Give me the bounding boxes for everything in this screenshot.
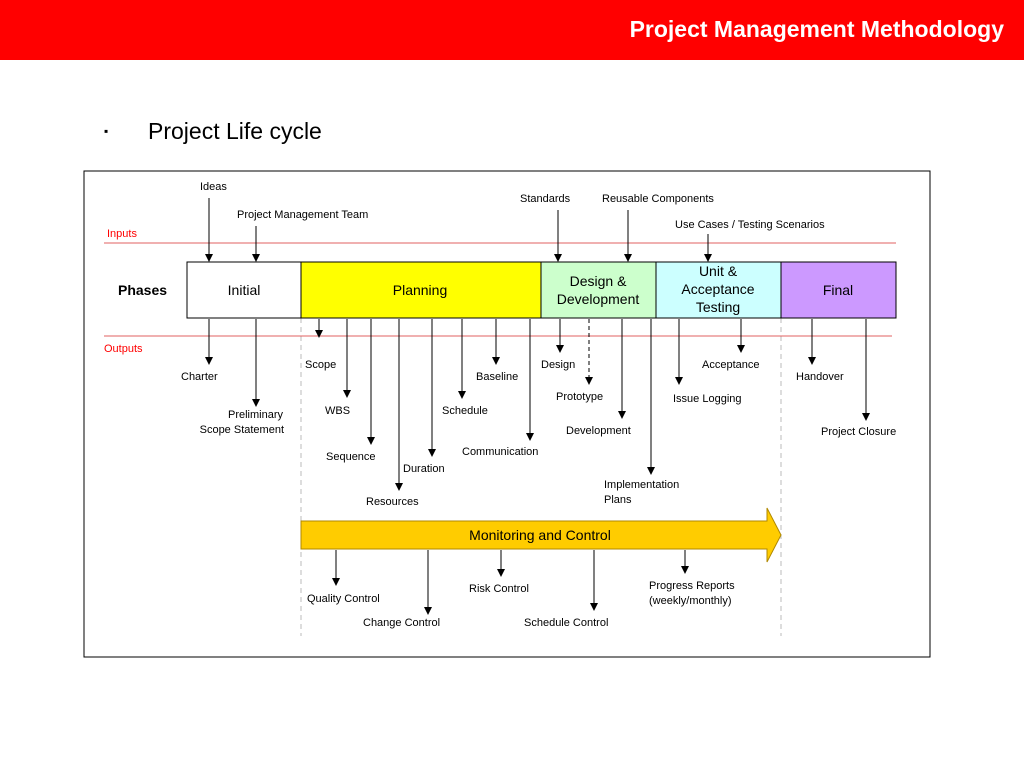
output-design: Design <box>541 359 575 371</box>
phase-design-box <box>540 261 657 319</box>
monitor-change: Change Control <box>363 617 440 629</box>
inputs-label: Inputs <box>107 228 137 240</box>
monitor-quality: Quality Control <box>307 593 380 605</box>
phase-planning-box <box>300 261 542 319</box>
phase-testing-label-1: Unit & <box>699 263 738 279</box>
monitor-risk: Risk Control <box>469 583 529 595</box>
header-bar: Project Management Methodology <box>0 0 1024 60</box>
output-wbs: WBS <box>325 405 350 417</box>
output-closure: Project Closure <box>821 426 896 438</box>
phase-initial-label: Initial <box>228 282 261 298</box>
output-issue-logging: Issue Logging <box>673 393 742 405</box>
output-scope: Scope <box>305 359 336 371</box>
output-prototype: Prototype <box>556 391 603 403</box>
phase-initial-box <box>186 261 302 319</box>
output-schedule: Schedule <box>442 405 488 417</box>
bullet-text: Project Life cycle <box>148 118 322 144</box>
output-preliminary-1: Preliminary <box>228 409 284 421</box>
monitor-progress-1: Progress Reports <box>649 580 735 592</box>
output-sequence: Sequence <box>326 451 376 463</box>
input-pm-team: Project Management Team <box>237 209 368 221</box>
monitoring-label: Monitoring and Control <box>469 527 611 543</box>
input-ideas: Ideas <box>200 181 227 193</box>
input-standards: Standards <box>520 193 571 205</box>
output-duration: Duration <box>403 463 445 475</box>
slide-title: Project Management Methodology <box>629 16 1004 42</box>
bullet-marker: ▪ <box>104 124 109 138</box>
phase-testing-label-2: Acceptance <box>681 281 754 297</box>
input-reusable: Reusable Components <box>602 193 714 205</box>
output-implementation-2: Plans <box>604 494 632 506</box>
phase-planning-label: Planning <box>393 282 448 298</box>
output-handover: Handover <box>796 371 844 383</box>
output-resources: Resources <box>366 496 419 508</box>
phase-final-label: Final <box>823 282 853 298</box>
output-acceptance: Acceptance <box>702 359 759 371</box>
phases-label: Phases <box>118 282 167 298</box>
output-preliminary-2: Scope Statement <box>200 424 284 436</box>
monitor-progress-2: (weekly/monthly) <box>649 595 732 607</box>
phase-final-box <box>780 261 897 319</box>
output-implementation-1: Implementation <box>604 479 679 491</box>
monitor-schedule: Schedule Control <box>524 617 608 629</box>
monitoring-arrow <box>300 507 782 563</box>
output-communication: Communication <box>462 446 538 458</box>
phase-testing-label-3: Testing <box>696 299 740 315</box>
input-use-cases: Use Cases / Testing Scenarios <box>675 219 825 231</box>
output-baseline: Baseline <box>476 371 518 383</box>
phase-design-label-2: Development <box>557 291 640 307</box>
diagram-frame <box>83 170 931 658</box>
phase-testing-box <box>655 261 782 319</box>
output-charter: Charter <box>181 371 218 383</box>
outputs-label: Outputs <box>104 343 143 355</box>
output-development: Development <box>566 425 631 437</box>
phase-design-label-1: Design & <box>570 273 627 289</box>
